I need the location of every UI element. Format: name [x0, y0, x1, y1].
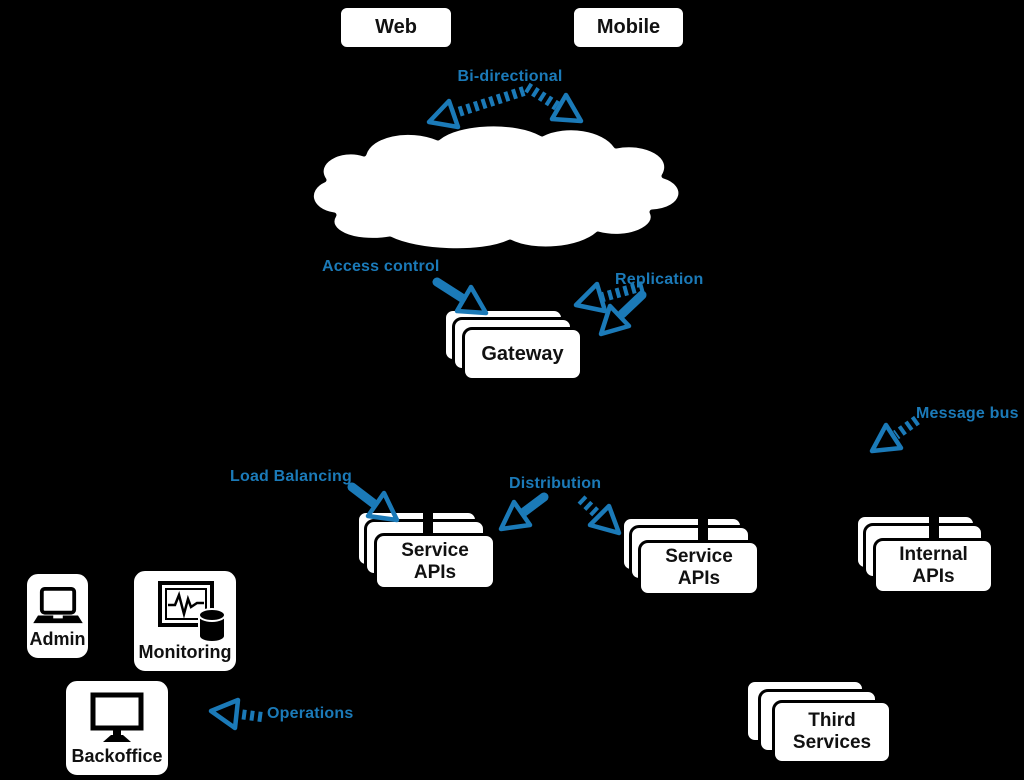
operations-label: Operations	[267, 705, 354, 722]
service-apis-left-stack: Service APIs	[356, 505, 506, 600]
laptop-icon	[32, 586, 83, 623]
admin-card: Admin	[24, 571, 91, 661]
web-node-label: Web	[375, 16, 417, 38]
monitoring-card: Monitoring	[131, 568, 239, 674]
mobile-node-label: Mobile	[596, 16, 661, 38]
distribution-left-arrow-icon	[498, 492, 549, 532]
service-apis-right-card: Service APIs	[638, 540, 760, 596]
message-bus-arrow-icon	[869, 415, 920, 454]
connector-line	[698, 511, 708, 546]
replication-lower-arrow-icon	[598, 290, 647, 337]
mobile-node: Mobile	[570, 4, 687, 51]
gateway-label: Gateway	[481, 342, 564, 365]
third-services-stack: Third Services	[745, 679, 905, 774]
internal-apis-label: Internal APIs	[899, 544, 968, 587]
backoffice-label: Backoffice	[71, 746, 163, 766]
service-apis-right-label: Service APIs	[665, 546, 733, 589]
connector-line	[929, 509, 939, 544]
third-services-card: Third Services	[772, 700, 892, 764]
access-control-label: Access control	[322, 258, 440, 275]
load-balancing-label: Load Balancing	[230, 468, 352, 485]
internal-apis-card: Internal APIs	[873, 538, 994, 594]
monitoring-label: Monitoring	[138, 642, 232, 662]
service-apis-left-label: Service APIs	[401, 539, 469, 583]
desktop-monitor-icon	[90, 692, 144, 742]
bidirectional-left-arrow-icon	[426, 86, 526, 130]
gateway-stack: Gateway	[443, 306, 603, 396]
database-icon	[198, 608, 226, 643]
operations-arrow-icon	[208, 697, 263, 731]
web-node: Web	[337, 4, 455, 51]
distribution-label: Distribution	[509, 475, 602, 492]
backoffice-card: Backoffice	[63, 678, 171, 778]
bidirectional-right-arrow-icon	[524, 82, 584, 124]
message-bus-label: Message bus	[916, 405, 1019, 422]
bidirectional-label: Bi-directional	[457, 68, 563, 85]
admin-label: Admin	[29, 629, 86, 649]
service-apis-left-card: Service APIs	[374, 533, 496, 590]
replication-label: Replication	[615, 271, 704, 288]
connector-line	[423, 505, 433, 541]
gateway-card: Gateway	[462, 327, 583, 381]
internal-apis-stack: Internal APIs	[855, 509, 1005, 604]
third-services-label: Third Services	[792, 710, 872, 753]
distribution-right-arrow-icon	[577, 495, 622, 536]
service-apis-right-stack: Service APIs	[621, 511, 771, 606]
cloud-icon	[308, 121, 684, 254]
